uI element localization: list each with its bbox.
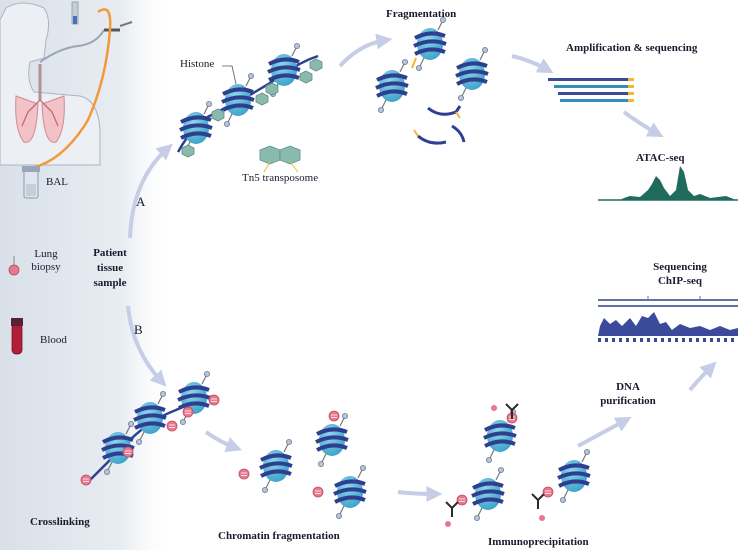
sequencing-label: Sequencing xyxy=(653,261,707,273)
tn5-label: Tn5 transposome xyxy=(242,172,319,184)
dna-purification-label: DNA purification xyxy=(588,380,668,408)
atac-seq-label: ATAC-seq xyxy=(636,152,685,164)
immunoprecipitated-chromatin xyxy=(445,403,592,527)
arrow-path-a xyxy=(128,143,173,239)
blood-label: Blood xyxy=(40,334,67,346)
patient-label-line3: sample xyxy=(93,277,127,289)
biopsy-icon xyxy=(8,256,20,276)
blood-tube-icon xyxy=(11,318,23,355)
lung-biopsy-label: Lung biopsy xyxy=(26,248,66,274)
histone-callout-line xyxy=(222,65,237,85)
path-a-label: A xyxy=(136,194,146,209)
dna-label-line2: purification xyxy=(600,395,656,407)
fragmentation-label: Fragmentation xyxy=(386,8,457,20)
amplification-label: Amplification & sequencing xyxy=(566,42,698,54)
suction-tube xyxy=(31,8,112,170)
lung-label-line1: Lung xyxy=(34,248,58,260)
chip-crosslinked-chromatin xyxy=(80,369,220,486)
bronchoscope-icon xyxy=(39,1,133,63)
atac-chromatin-fiber xyxy=(176,41,323,158)
chromatin-fragmentation-label: Chromatin fragmentation xyxy=(218,530,340,542)
chipseq-label: ChIP-seq xyxy=(657,275,702,287)
patient-label-line1: Patient xyxy=(93,247,127,259)
crosslinking-label: Crosslinking xyxy=(30,516,90,528)
bal-label: BAL xyxy=(46,176,68,188)
chromatin-fragments xyxy=(238,410,368,521)
lung-label-line2: biopsy xyxy=(31,261,61,273)
arrow-to-fragmentation xyxy=(338,33,393,68)
arrow-to-atac xyxy=(622,110,664,138)
immunoprecipitation-label: Immunoprecipitation xyxy=(488,536,589,548)
arrow-to-amplification xyxy=(511,54,554,74)
fragmented-nucleosomes xyxy=(374,15,490,145)
histone-label: Histone xyxy=(180,58,215,70)
patient-tissue-sample-label: Patient tissue sample xyxy=(80,246,140,291)
arrow-to-immunoprecipitation xyxy=(397,485,443,502)
arrow-to-dna-purification xyxy=(577,416,632,448)
bal-tube-icon xyxy=(22,166,40,199)
arrow-path-b xyxy=(126,305,167,387)
arrow-to-sequencing xyxy=(688,361,717,392)
patient-lungs-icon xyxy=(0,2,101,166)
dna-label-line1: DNA xyxy=(616,381,640,393)
sequencing-chipseq-label: Sequencing ChIP-seq xyxy=(630,260,730,288)
tn5-transposome-icon xyxy=(259,145,301,173)
path-b-label: B xyxy=(134,322,143,337)
chip-seq-track xyxy=(598,296,738,342)
atac-seq-peaks xyxy=(598,166,738,201)
arrow-to-chromatin-fragmentation xyxy=(204,430,242,453)
patient-label-line2: tissue xyxy=(96,262,124,274)
sequencing-reads xyxy=(548,78,634,102)
